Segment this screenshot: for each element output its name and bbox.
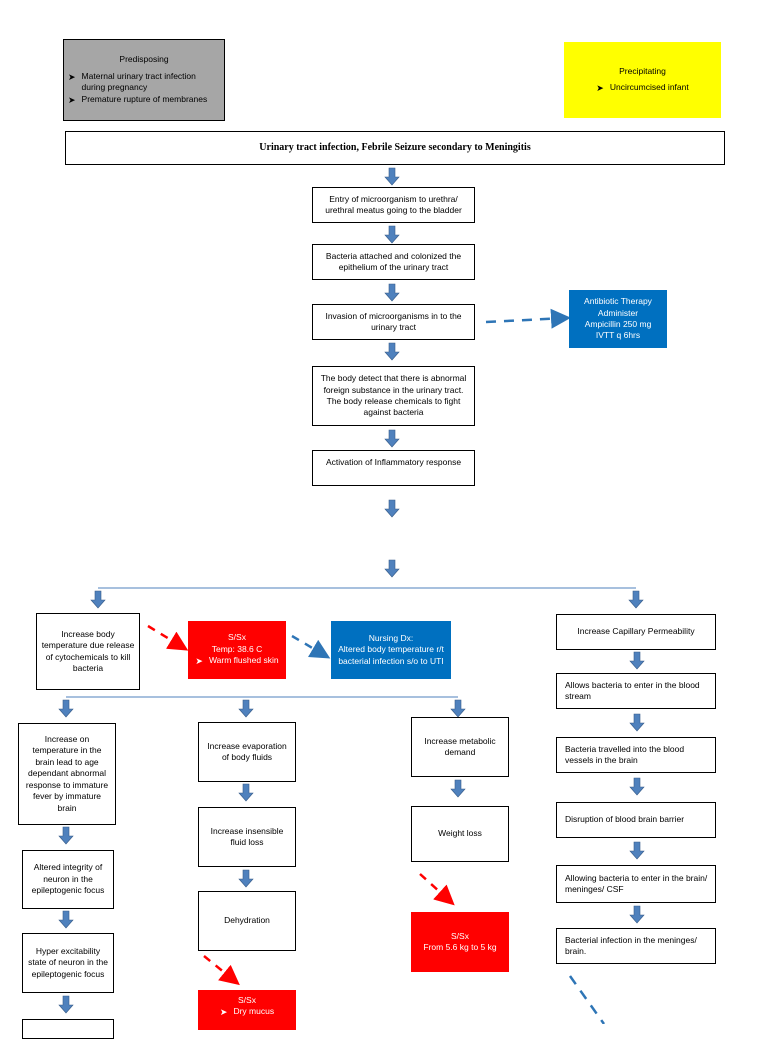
blood-stream-box: Allows bacteria to enter in the blood st… [556,673,716,709]
down-arrow-icon [58,826,74,845]
dashed-arrow-ssx-dehydration [203,955,240,986]
down-arrow-icon [58,699,74,718]
down-arrow-icon [238,783,254,802]
predisposing-item: ➤Premature rupture of membranes [68,93,208,105]
diagnosis-box: Urinary tract infection, Febrile Seizure… [65,131,725,165]
ssx-dehydration-box: S/Sx ➤Dry mucus [198,990,296,1030]
meninges-entry-box: Allowing bacteria to enter in the brain/… [556,865,716,903]
arrow-bullet-icon: ➤ [195,656,203,667]
brain-next-box [22,1019,114,1039]
ssx-temp-item: ➤Warm flushed skin [195,655,279,667]
arrow-bullet-icon: ➤ [68,94,76,105]
blood-vessels-box: Bacteria travelled into the blood vessel… [556,737,716,773]
down-arrow-icon [90,590,106,609]
arrow-bullet-icon: ➤ [596,83,604,94]
evaporation-box: Increase evaporation of body fluids [198,722,296,782]
down-arrow-icon [629,841,645,860]
down-arrow-icon [384,559,400,578]
dashed-arrow-ssx-temp [147,624,189,651]
down-arrow-icon [384,499,400,518]
dashed-arrow-antibiotic [485,308,571,329]
precipitating-item: ➤Uncircumcised infant [596,82,689,94]
down-arrow-icon [384,342,400,361]
down-arrow-icon [450,779,466,798]
down-arrow-icon [58,910,74,929]
brain-temp-box: Increase on temperature in the brain lea… [18,723,116,825]
arrow-bullet-icon: ➤ [68,71,76,82]
ssx-temp-box: S/Sx Temp: 38.6 C ➤Warm flushed skin [188,621,286,679]
inflammatory-box: Activation of Inflammatory response [312,450,475,486]
down-arrow-icon [384,283,400,302]
neuron-integrity-box: Altered integrity of neuron in the epile… [22,850,114,909]
antibiotic-box: Antibiotic Therapy Administer Ampicillin… [569,290,667,348]
down-arrow-icon [629,713,645,732]
weight-loss-box: Weight loss [411,806,509,862]
down-arrow-icon [384,167,400,186]
bbb-disruption-box: Disruption of blood brain barrier [556,802,716,838]
predisposing-box: Predisposing ➤Maternal urinary tract inf… [63,39,225,121]
predisposing-title: Predisposing [119,54,169,65]
colonized-box: Bacteria attached and colonized the epit… [312,244,475,280]
dashed-arrow-ssx-weight [419,873,455,906]
down-arrow-icon [58,995,74,1014]
metabolic-demand-box: Increase metabolic demand [411,717,509,777]
down-arrow-icon [628,590,644,609]
precipitating-box: Precipitating ➤Uncircumcised infant [564,42,721,118]
dashed-line-meninges [568,975,606,1024]
ssx-dehydration-item: ➤Dry mucus [219,1006,275,1018]
entry-box: Entry of microorganism to urethra/ ureth… [312,187,475,223]
down-arrow-icon [629,651,645,670]
predisposing-item: ➤Maternal urinary tract infection during… [68,70,196,93]
diagnosis-text: Urinary tract infection, Febrile Seizure… [259,142,531,154]
capillary-box: Increase Capillary Permeability [556,614,716,650]
dehydration-box: Dehydration [198,891,296,951]
down-arrow-icon [629,777,645,796]
detect-box: The body detect that there is abnormal f… [312,366,475,426]
invasion-box: Invasion of microorganisms in to the uri… [312,304,475,340]
hyper-excitability-box: Hyper excitability state of neuron in th… [22,933,114,993]
down-arrow-icon [384,429,400,448]
down-arrow-icon [629,905,645,924]
meningeal-infection-box: Bacterial infection in the meninges/ bra… [556,928,716,964]
insensible-loss-box: Increase insensible fluid loss [198,807,296,867]
down-arrow-icon [238,699,254,718]
arrow-bullet-icon: ➤ [219,1007,228,1018]
precipitating-title: Precipitating [619,65,666,76]
down-arrow-icon [238,869,254,888]
nursing-dx-box: Nursing Dx: Altered body temperature r/t… [331,621,451,679]
down-arrow-icon [384,225,400,244]
down-arrow-icon [450,699,466,718]
dashed-arrow-nursing [291,634,331,659]
increase-temp-box: Increase body temperature due release of… [36,613,140,690]
ssx-weight-box: S/Sx From 5.6 kg to 5 kg [411,912,509,972]
